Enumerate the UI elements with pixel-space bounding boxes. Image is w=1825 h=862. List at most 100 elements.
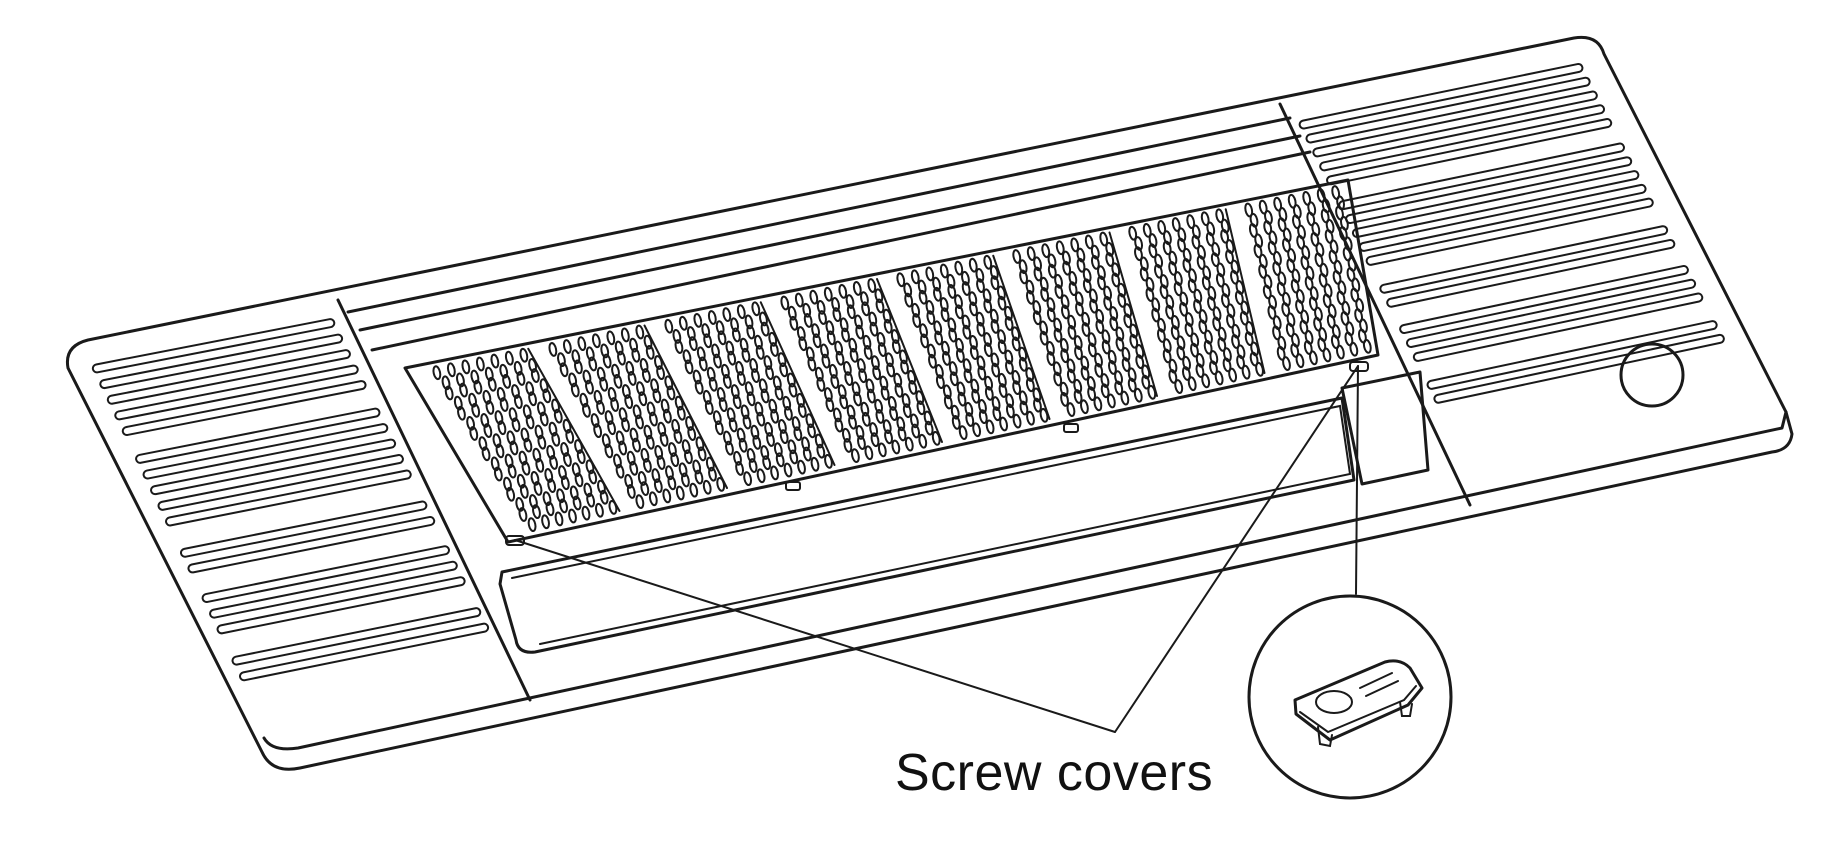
grille-perforation [1187,376,1197,392]
grille-perforation [845,294,855,309]
grille-perforation [1060,304,1070,320]
grille-perforation [469,426,479,441]
grille-perforation [715,320,725,336]
grille-perforation [1282,356,1291,371]
grille-perforation [932,276,942,292]
grille-perforation [562,339,572,354]
grille-perforation [760,388,770,404]
grille-perforation [1212,316,1222,332]
vent-slot [91,318,336,374]
grille-perforation [744,314,754,330]
grille-perforation [869,422,879,437]
grille-perforation [777,419,787,434]
grille-perforation [1173,281,1183,297]
grille-perforation [882,308,892,324]
grille-perforation [664,318,674,334]
vent-slot [106,349,351,405]
grille-perforation [1094,362,1104,378]
grille-perforation [810,456,820,472]
grille-perforation [947,284,957,299]
grille-perforation [629,460,639,476]
grille-perforation [912,313,922,328]
grille-perforation [743,471,753,487]
grille-perforation [585,459,595,475]
grille-perforation [826,330,836,346]
grille-perforation [516,371,526,386]
grille-perforation [585,346,595,362]
grille-perforation [548,342,558,357]
grille-perforation [919,323,928,339]
grille-perforation [880,385,890,401]
grille-perforation [1105,252,1115,267]
vent-slot [1406,278,1697,348]
grille-perforation [841,327,850,343]
grille-perforation [688,336,698,352]
grille-perforation [984,375,993,391]
grille-perforation [496,386,506,402]
grille-perforation [956,381,966,397]
grille-perforation [1041,243,1051,259]
grille-perforation [559,498,568,514]
grille-perforation [834,417,844,433]
grille-perforation [866,388,876,404]
grille-perforation [1156,328,1166,343]
vent-slot [135,407,381,464]
grille-perforation [556,488,566,504]
grille-perforation [991,362,1001,378]
grille-perforation [855,324,865,340]
grille-perforation [583,482,593,498]
grille-perforation [764,421,774,437]
grille-perforation [769,342,779,357]
grille-perforation [1134,246,1143,262]
vent-slot [216,576,466,635]
grille-perforation [900,359,909,375]
grille-perforation [1005,393,1015,409]
grille-perforation [547,478,557,493]
grille-perforation [1081,322,1091,337]
grille-perforation [716,387,726,402]
grille-perforation [549,455,559,470]
grille-perforation [1115,336,1125,352]
grille-perforation [685,416,694,431]
grille-perforation [825,397,835,413]
vent-slot [1298,63,1584,130]
grille-perforation [1182,258,1192,273]
grille-perforation [695,436,705,452]
grille-perforation [725,440,734,456]
grille-perforation [504,350,514,366]
grille-perforation [542,388,552,404]
grille-perforation [1053,371,1063,387]
grille-perforation [551,398,560,414]
grille-perforation [853,391,862,407]
grille-perforation [924,420,934,436]
grille-clip-1 [785,481,801,491]
grille-perforation [656,455,666,470]
vent-slot [231,607,482,666]
grille-perforation [441,375,451,391]
grille-perforation [722,373,732,389]
grille-perforation [503,476,512,492]
grille-perforation [482,389,492,405]
grille-perforation [1080,365,1090,381]
grille-perforation [787,305,797,321]
grille-perforation [456,372,465,388]
grille-perforation [1011,336,1021,352]
grille-perforation [620,327,630,343]
right-divider [1278,102,1472,507]
grille-perforation [865,378,875,394]
grille-perforation [805,346,815,362]
grille-perforation [694,379,704,395]
grille-perforation [908,380,918,395]
grille-perforation [958,425,968,440]
filter-grille-ribs [527,208,1266,512]
grille-perforation [736,371,746,386]
grille-perforation [916,400,926,416]
grille-perforation [522,404,532,420]
grille-perforation [955,337,964,353]
grille-perforation [596,366,606,382]
grille-perforation [1121,357,1131,372]
grille-perforation [867,278,877,293]
grille-perforation [1168,260,1178,276]
grille-perforation [862,334,872,350]
grille-perforation [879,375,889,391]
